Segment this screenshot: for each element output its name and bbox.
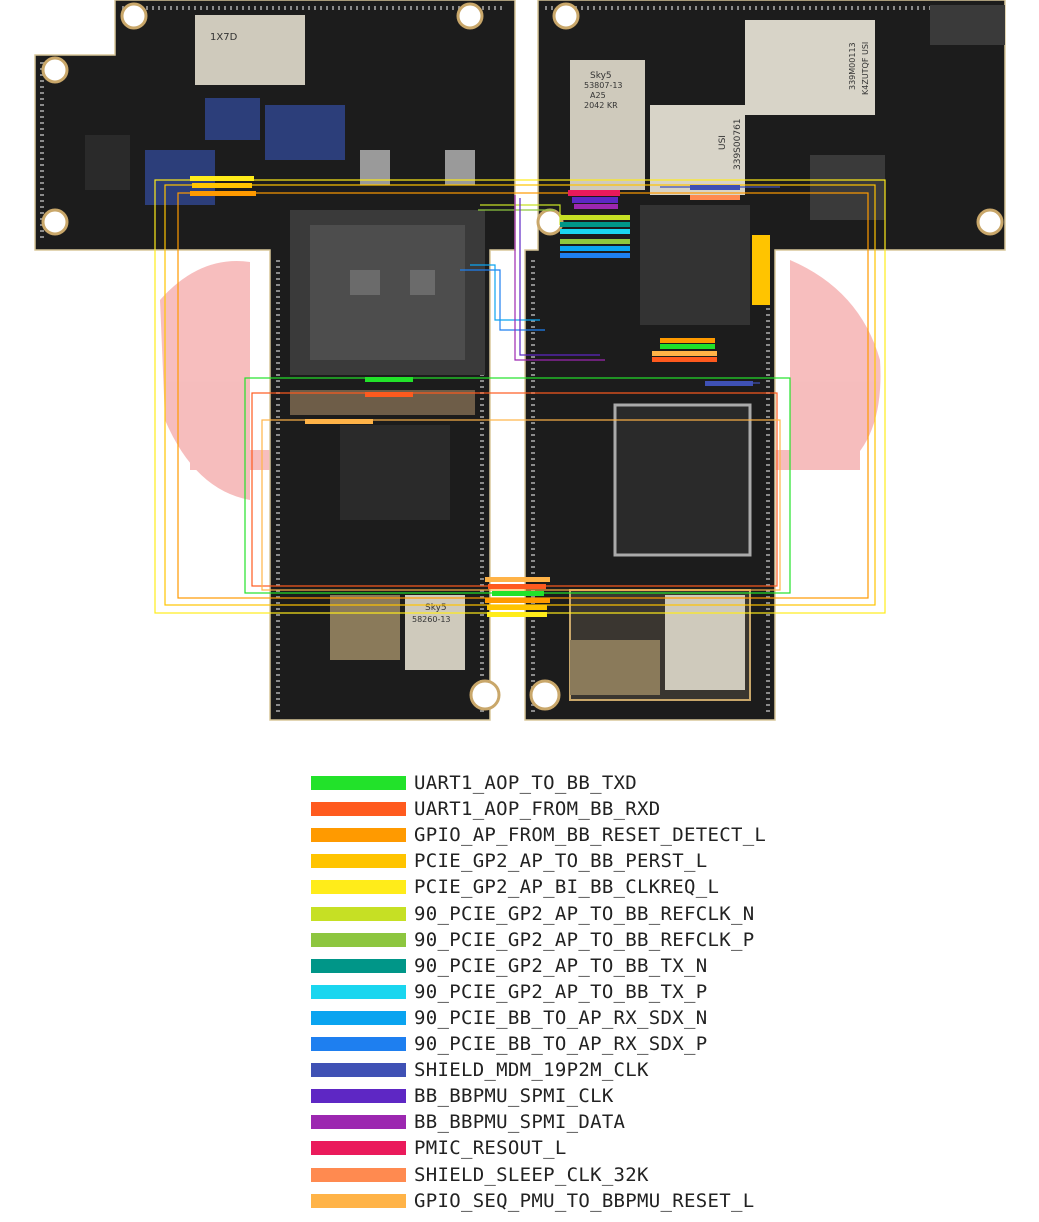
left-board: 1X7D Sky5 58260-13 [34, 0, 516, 721]
legend-swatch [311, 828, 406, 843]
legend-item: 90_PCIE_BB_TO_AP_RX_SDX_P [311, 1031, 707, 1057]
legend-label: UART1_AOP_TO_BB_TXD [414, 772, 638, 794]
legend-swatch [311, 1063, 406, 1078]
legend-item: GPIO_SEQ_PMU_TO_BBPMU_RESET_L [311, 1188, 754, 1214]
chip-label-right-6: 339S00761 [733, 118, 743, 170]
legend-item: UART1_AOP_FROM_BB_RXD [311, 796, 661, 822]
chip-label-top-left: 1X7D [210, 32, 238, 43]
legend-item: UART1_AOP_TO_BB_TXD [311, 770, 637, 796]
legend-swatch [311, 1115, 406, 1130]
chip-label-right-2: 53807-13 [584, 81, 623, 90]
legend-item: PCIE_GP2_AP_BI_BB_CLKREQ_L [311, 874, 719, 900]
legend-item: GPIO_AP_FROM_BB_RESET_DETECT_L [311, 822, 766, 848]
legend-swatch [311, 854, 406, 869]
chip-label-right-3: A25 [590, 91, 606, 100]
chip-label-right-8: K4ZUTQF USI [861, 42, 870, 95]
legend-swatch [311, 906, 406, 921]
legend-swatch [311, 984, 406, 999]
legend-swatch [311, 1037, 406, 1051]
legend-label: SHIELD_MDM_19P2M_CLK [414, 1059, 649, 1082]
legend-label: PCIE_GP2_AP_BI_BB_CLKREQ_L [414, 876, 720, 899]
legend-swatch [311, 1141, 406, 1156]
legend-item: PMIC_RESOUT_L [311, 1135, 567, 1161]
legend-label: BB_BBPMU_SPMI_DATA [414, 1111, 626, 1134]
legend-label: GPIO_AP_FROM_BB_RESET_DETECT_L [414, 824, 767, 847]
chip-label-right-7: 339M00113 [848, 42, 857, 90]
chip-label-right-5: USI [718, 135, 728, 150]
legend-label: 90_PCIE_GP2_AP_TO_BB_TX_N [414, 954, 708, 977]
legend-label: UART1_AOP_FROM_BB_RXD [414, 798, 661, 821]
legend-swatch [311, 776, 406, 790]
legend-item: 90_PCIE_GP2_AP_TO_BB_TX_P [311, 979, 707, 1005]
legend-label: 90_PCIE_GP2_AP_TO_BB_TX_P [414, 980, 708, 1003]
chip-label-right-4: 2042 KR [584, 101, 618, 110]
chip-label-bottom-1: Sky5 [425, 603, 447, 613]
legend-swatch [311, 1010, 406, 1025]
legend-label: SHIELD_SLEEP_CLK_32K [414, 1163, 649, 1186]
legend-swatch [311, 932, 406, 947]
legend-label: BB_BBPMU_SPMI_CLK [414, 1085, 614, 1108]
chip-label-right-1: Sky5 [590, 71, 612, 81]
legend-label: 90_PCIE_BB_TO_AP_RX_SDX_P [414, 1033, 708, 1055]
legend-label: 90_PCIE_BB_TO_AP_RX_SDX_N [414, 1006, 708, 1029]
legend-label: GPIO_SEQ_PMU_TO_BBPMU_RESET_L [414, 1189, 755, 1212]
legend-swatch [311, 1089, 406, 1104]
legend-swatch [311, 1193, 406, 1208]
legend-swatch [311, 880, 406, 895]
legend-item: PCIE_GP2_AP_TO_BB_PERST_L [311, 848, 707, 874]
legend-item: 90_PCIE_BB_TO_AP_RX_SDX_N [311, 1005, 707, 1031]
net-tags [190, 176, 770, 617]
legend-label: PMIC_RESOUT_L [414, 1137, 567, 1160]
pcb-diagram: 1X7D Sky5 58260-13 Sky5 53807-13 A25 204… [34, 0, 1006, 721]
chip-label-bottom-2: 58260-13 [412, 615, 451, 624]
legend-swatch [311, 802, 406, 817]
legend-label: PCIE_GP2_AP_TO_BB_PERST_L [414, 850, 708, 873]
legend-item: SHIELD_MDM_19P2M_CLK [311, 1057, 649, 1083]
legend-swatch [311, 958, 406, 973]
legend-item: 90_PCIE_GP2_AP_TO_BB_REFCLK_P [311, 927, 754, 953]
legend-item: BB_BBPMU_SPMI_CLK [311, 1083, 614, 1109]
legend-swatch [311, 1167, 406, 1182]
watermark-logo [160, 260, 881, 500]
legend-item: BB_BBPMU_SPMI_DATA [311, 1109, 625, 1135]
legend-label: 90_PCIE_GP2_AP_TO_BB_REFCLK_N [414, 902, 755, 925]
legend-item: 90_PCIE_GP2_AP_TO_BB_TX_N [311, 953, 707, 979]
legend-item: 90_PCIE_GP2_AP_TO_BB_REFCLK_N [311, 901, 754, 927]
legend-item: SHIELD_SLEEP_CLK_32K [311, 1162, 649, 1188]
legend-label: 90_PCIE_GP2_AP_TO_BB_REFCLK_P [414, 928, 755, 951]
